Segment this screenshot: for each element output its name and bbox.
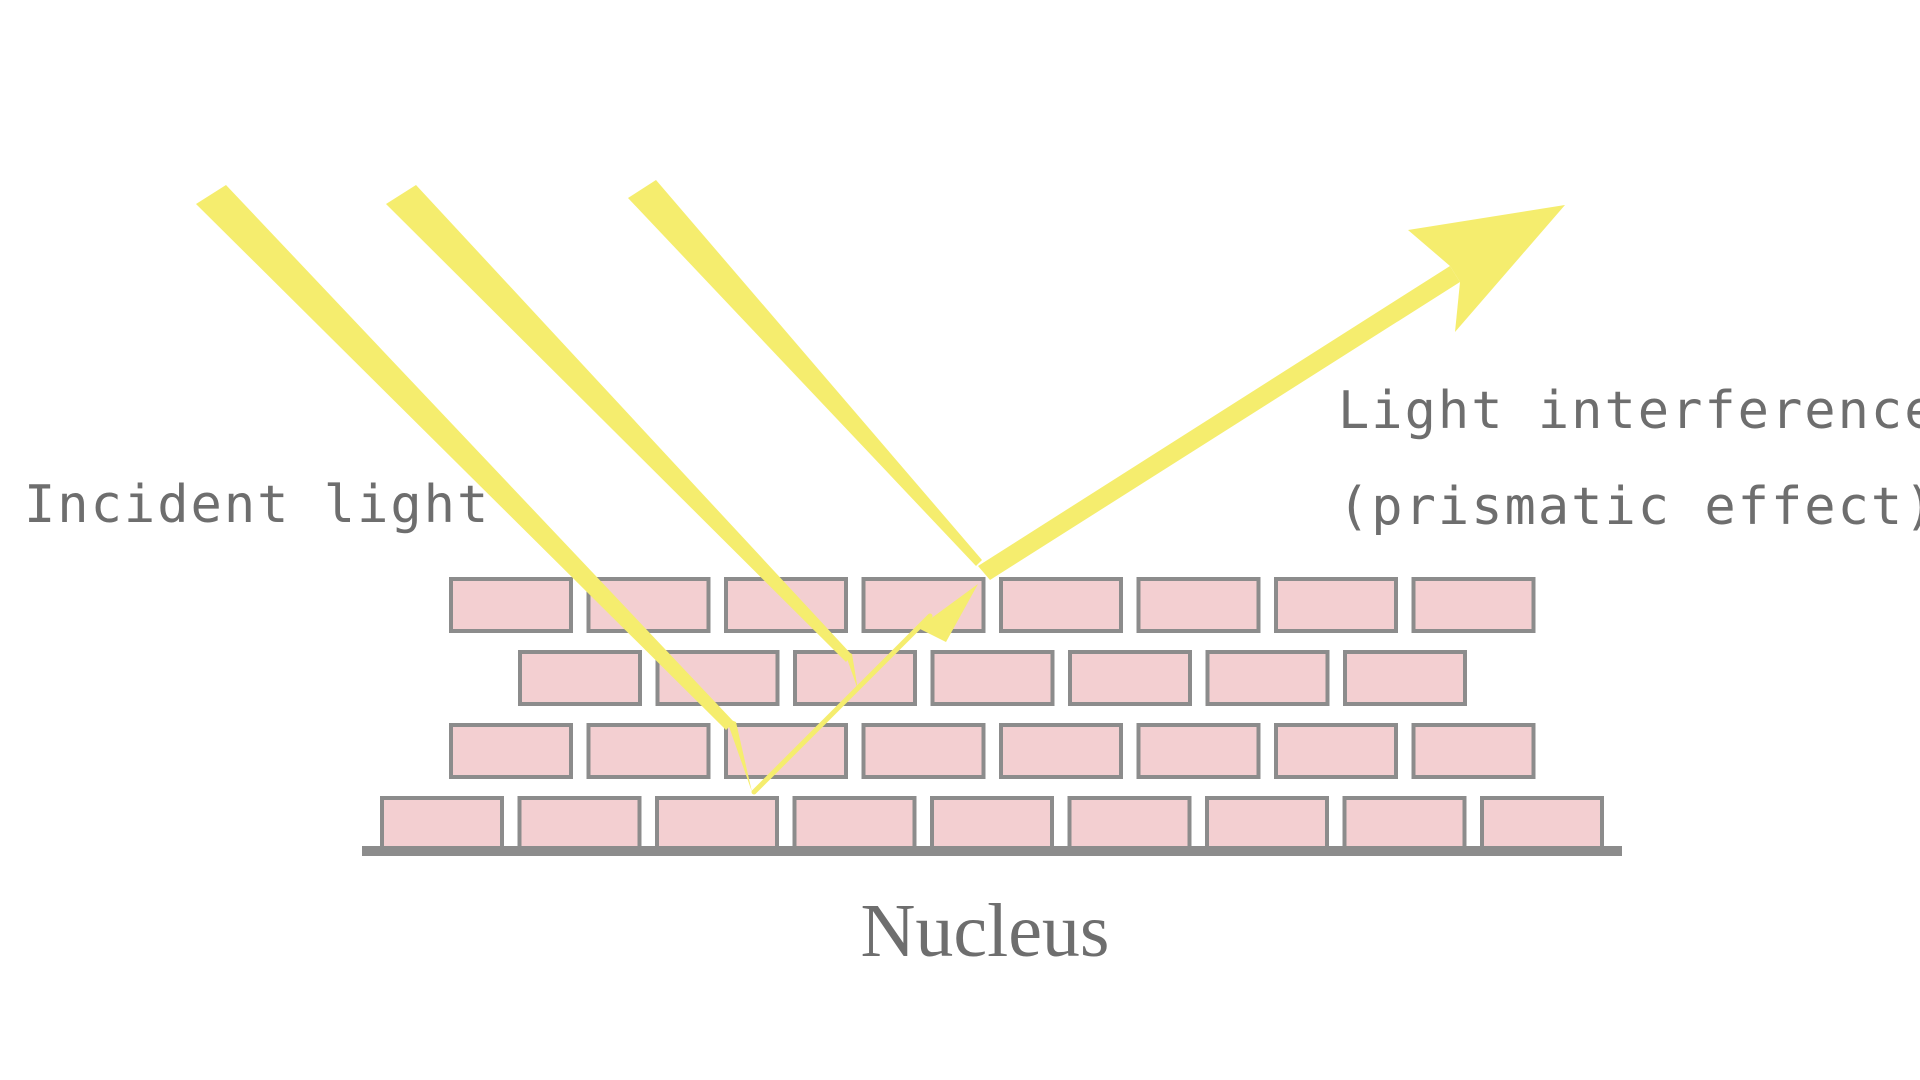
cell-brick [1343,650,1467,706]
cell-brick [1342,796,1467,852]
cell-brick [1136,577,1261,633]
cell-brick [449,577,573,633]
cell-brick [518,650,642,706]
internal-reflection-arrowhead [918,584,978,642]
cell-brick [586,723,711,779]
reflected-beam [978,266,1460,580]
prismatic-effect-label: (prismatic effect) [1338,477,1920,537]
light-interference-label: Light interference [1338,381,1920,441]
beam-refraction-tip [844,650,858,690]
beam-refraction-tip [726,718,752,792]
cell-brick [1205,796,1329,852]
internal-reflection-beam [751,613,933,795]
cell-brick [380,796,504,852]
cell-brick [1411,723,1536,779]
nucleus-label: Nucleus [860,889,1110,973]
cell-brick [861,723,986,779]
cell-layers [380,577,1604,852]
cell-brick [930,796,1054,852]
incident-beam-middle [386,185,852,662]
cell-brick [1411,577,1536,633]
incident-beam-surface [628,180,982,566]
cell-brick [999,723,1123,779]
cell-brick [1136,723,1261,779]
incident-light-label: Incident light [24,475,491,535]
cell-brick [1274,723,1398,779]
light-beams [196,180,1565,795]
cell-brick [517,796,642,852]
reflected-beam-arrowhead [1408,205,1565,332]
incident-beam-deep [196,185,734,730]
cell-brick [1274,577,1398,633]
cell-brick [1480,796,1604,852]
cell-brick [792,796,917,852]
cell-brick [1205,650,1330,706]
cell-brick [1067,796,1192,852]
cell-brick [655,796,779,852]
cell-brick [999,577,1123,633]
cell-brick [930,650,1055,706]
cell-brick [449,723,573,779]
cell-brick [1068,650,1192,706]
